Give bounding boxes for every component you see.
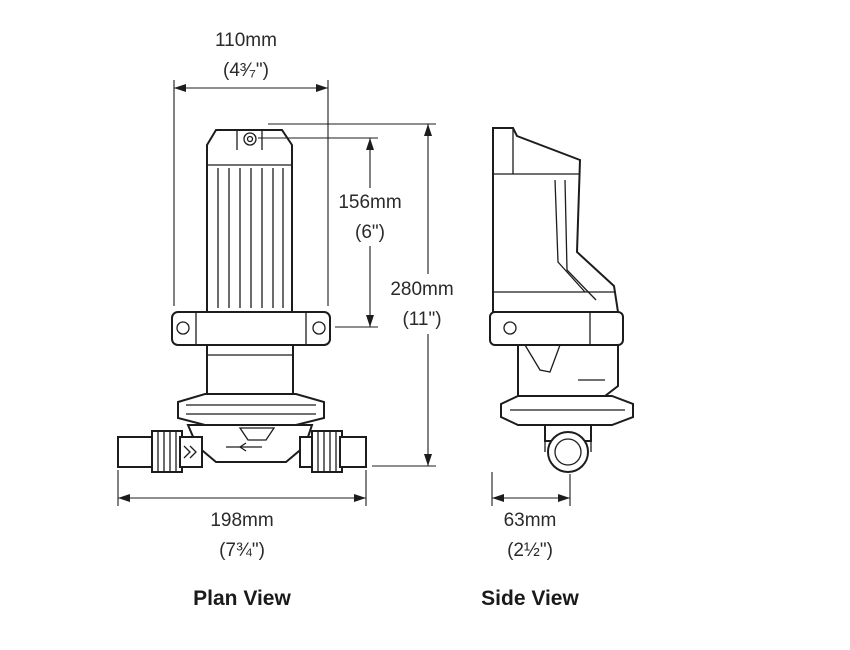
side-view-drawing — [489, 127, 634, 473]
dimension-side-width-imperial: (2½") — [507, 540, 553, 561]
dimension-side-width-metric: 63mm — [503, 510, 557, 531]
dimension-line-width-top — [173, 80, 329, 306]
dimension-width-top-metric: 110mm — [215, 30, 277, 51]
dimension-side-width-label: 63mm (2½") — [470, 506, 590, 566]
dimension-width-bottom-label: 198mm (7¾") — [182, 506, 302, 566]
plan-view-drawing — [117, 129, 367, 473]
dimension-line-side-width — [491, 472, 571, 506]
dimension-total-height-imperial: (11") — [402, 309, 442, 330]
dimension-width-top-label: 110mm (4³⁄₇") — [186, 26, 306, 86]
dimension-width-top-imperial: (4³⁄₇") — [223, 60, 269, 81]
side-view-caption: Side View — [481, 587, 579, 610]
dimension-total-height-label: 280mm (11") — [362, 275, 482, 335]
dimension-motor-height-metric: 156mm — [338, 192, 402, 213]
dimension-width-bottom-imperial: (7¾") — [219, 540, 265, 561]
dimension-line-width-bottom — [117, 470, 367, 506]
dimension-motor-height-imperial: (6") — [355, 222, 385, 243]
dimension-line-total-height — [268, 123, 436, 467]
dimension-motor-height-label: 156mm (6") — [310, 188, 430, 248]
dimension-width-bottom-metric: 198mm — [210, 510, 274, 531]
dimension-total-height-metric: 280mm — [390, 279, 454, 300]
plan-view-caption: Plan View — [193, 587, 291, 610]
dimension-line-motor-height — [258, 137, 378, 328]
